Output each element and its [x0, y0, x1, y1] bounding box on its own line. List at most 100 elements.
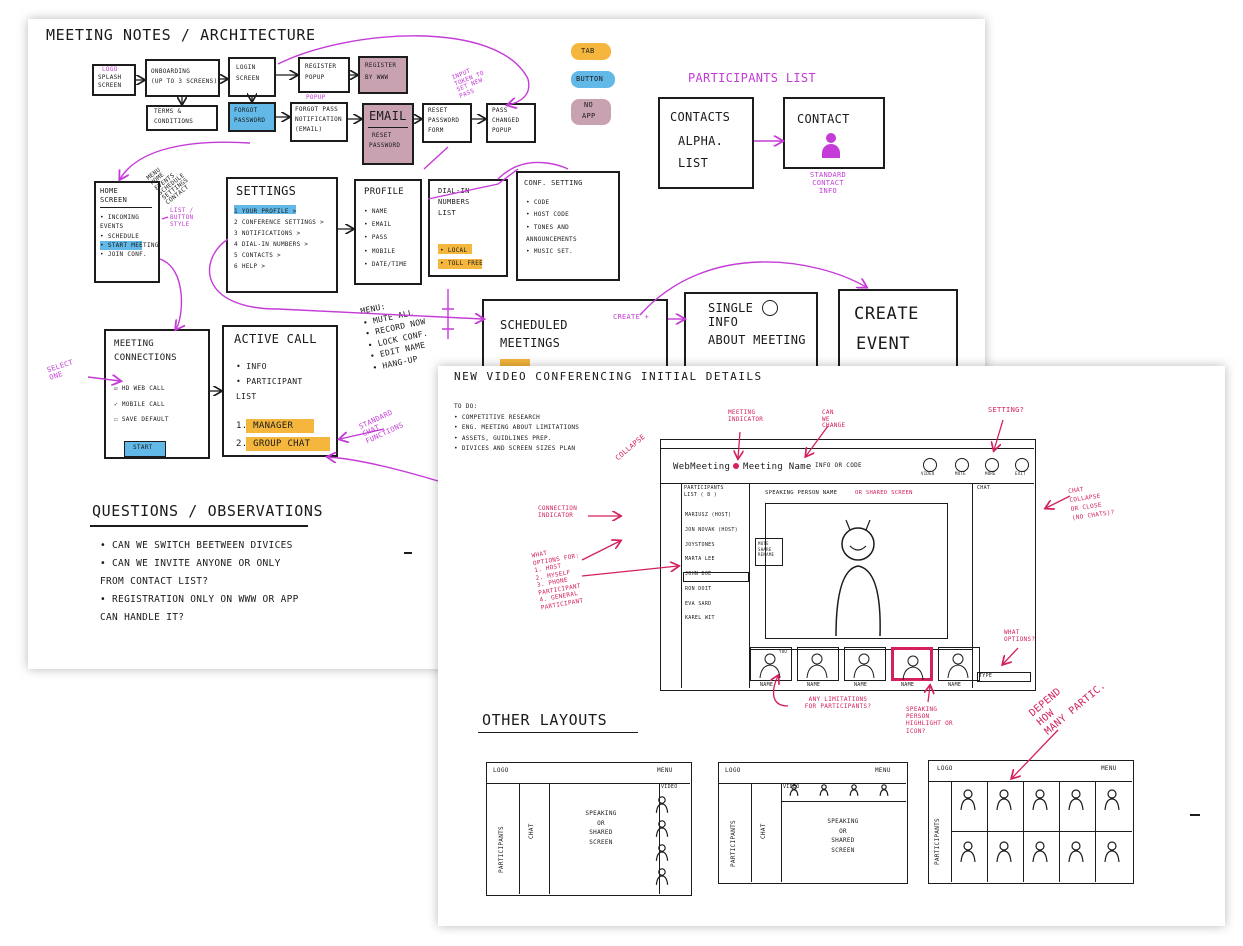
chat-header: CHAT	[977, 485, 991, 491]
video-icon	[923, 458, 937, 472]
exit-icon	[1015, 458, 1029, 472]
contacts-list-node: CONTACTS ALPHA. LIST	[658, 97, 754, 189]
sheet2-title: NEW VIDEO CONFERENCING INITIAL DETAILS	[454, 370, 763, 383]
scheduled-meetings-node: SCHEDULED MEETINGS	[482, 299, 668, 399]
meeting-connections-node: MEETING CONNECTIONS ☑ HD WEB CALL✓ MOBIL…	[104, 329, 210, 459]
create-note: CREATE +	[613, 313, 650, 321]
email-node: EMAIL RESET PASSWORD	[362, 103, 414, 165]
conf-setting-node: CONF. SETTING • CODE• HOST CODE• TONES A…	[516, 171, 620, 281]
participant-figure	[963, 789, 973, 799]
participant-figure	[1035, 789, 1045, 799]
participant-figure-body	[655, 875, 669, 885]
single-info-node: SINGLE INFO ABOUT MEETING	[684, 292, 818, 392]
video-conferencing-sheet: NEW VIDEO CONFERENCING INITIAL DETAILS T…	[438, 366, 1225, 926]
video-thumbnail	[797, 647, 839, 681]
participant-figure	[658, 844, 666, 852]
participant-figure	[999, 841, 1009, 851]
video-thumbnail	[844, 647, 886, 681]
sheet2-arrows	[581, 419, 1120, 885]
participant-figure-body	[1104, 850, 1120, 863]
legend-button-label: BUTTON	[576, 75, 604, 83]
settings-node: SETTINGS 1 YOUR PROFILE >2 CONFERENCE SE…	[226, 177, 338, 293]
participant-figure-body	[996, 798, 1012, 811]
layout-1: LOGO MENU PARTICIPANTS CHAT VIDEO SPEAKI…	[486, 762, 692, 896]
participant-figure-body	[819, 789, 829, 796]
brand-logo: WebMeeting	[673, 462, 731, 472]
todo-list: TO DO:• COMPETITIVE RESEARCH• ENG. MEETI…	[454, 403, 580, 452]
participant-figure	[963, 841, 973, 851]
participant-figure-body	[960, 798, 976, 811]
participant-figure-body	[996, 850, 1012, 863]
thumbnail-label: NAME	[901, 682, 915, 688]
participant-figure-body	[655, 827, 669, 837]
settings-note: SETTING?	[988, 406, 1025, 414]
participant-figure	[851, 784, 857, 790]
participants-list-label: PARTICIPANTS LIST	[688, 71, 816, 85]
participant-figure-body	[1068, 850, 1084, 863]
legend-tab-label: TAB	[581, 47, 595, 55]
participant-figure	[1071, 789, 1081, 799]
sheet1-arrows	[87, 35, 985, 482]
participant-figure-body	[1068, 798, 1084, 811]
more-icon	[985, 458, 999, 472]
participant-figure	[658, 820, 666, 828]
app-window-wireframe: WebMeeting Meeting Name INFO OR CODE VID…	[660, 439, 1036, 691]
legend-tab-swatch	[571, 43, 611, 60]
meeting-indicator-icon	[733, 463, 739, 469]
participant-figure-body	[879, 789, 889, 796]
start-button: START	[124, 441, 166, 457]
participant-figure-body	[655, 851, 669, 861]
thumbnail-label: NAME	[948, 682, 962, 688]
contact-node: CONTACT	[783, 97, 885, 169]
participant-figure-body	[1032, 850, 1048, 863]
contact-avatar-icon	[826, 133, 836, 143]
participant-figure-body	[1032, 798, 1048, 811]
participant-figure-body	[1104, 798, 1120, 811]
sheet-title: MEETING NOTES / ARCHITECTURE	[46, 26, 316, 44]
home-screen-node: HOME SCREEN • INCOMING EVENTS• SCHEDULE•…	[94, 181, 160, 283]
thumbnail-label: NAME	[807, 682, 821, 688]
legend-button-swatch	[571, 71, 615, 88]
participant-figure	[1107, 789, 1117, 799]
speaker-video	[765, 503, 948, 639]
participant-figure	[1071, 841, 1081, 851]
splash-node: LOGO SPLASH SCREEN	[92, 64, 136, 96]
dialin-node: DIAL-IN NUMBERS LIST • LOCAL• TOLL FREE	[428, 179, 508, 277]
questions-list: • CAN WE SWITCH BEETWEEN DIVICES• CAN WE…	[100, 540, 299, 624]
active-call-node: ACTIVE CALL • INFO• PARTICIPANT LIST 1. …	[222, 325, 338, 457]
video-thumbnail	[938, 647, 980, 681]
chat-input: TYPE	[979, 673, 993, 679]
participant-figure	[999, 789, 1009, 799]
participant-figure	[658, 796, 666, 804]
create-event-node: CREATE EVENT	[838, 289, 958, 389]
participant-figure	[1107, 841, 1117, 851]
participant-figure-body	[789, 789, 799, 796]
speaker-label: SPEAKING PERSON NAME	[765, 490, 838, 496]
participant-figure-body	[960, 850, 976, 863]
thumbnail-label: NAME	[854, 682, 868, 688]
layout-2: LOGO MENU PARTICIPANTS CHAT VIDEO SPEAKI…	[718, 762, 908, 884]
info-icon	[762, 300, 778, 316]
thumbnail-label: NAME	[760, 682, 774, 688]
participant-figure-body	[655, 803, 669, 813]
mute-icon	[955, 458, 969, 472]
participant-figure	[821, 784, 827, 790]
meeting-name: Meeting Name	[743, 462, 812, 472]
participant-figure-body	[849, 789, 859, 796]
selected-participant-row	[683, 572, 749, 582]
legend-no-app-swatch	[571, 99, 611, 125]
participant-figure	[1035, 841, 1045, 851]
participant-figure	[658, 868, 666, 876]
info-code: INFO OR CODE	[815, 462, 862, 469]
participant-figure	[881, 784, 887, 790]
video-thumbnail	[891, 647, 933, 681]
